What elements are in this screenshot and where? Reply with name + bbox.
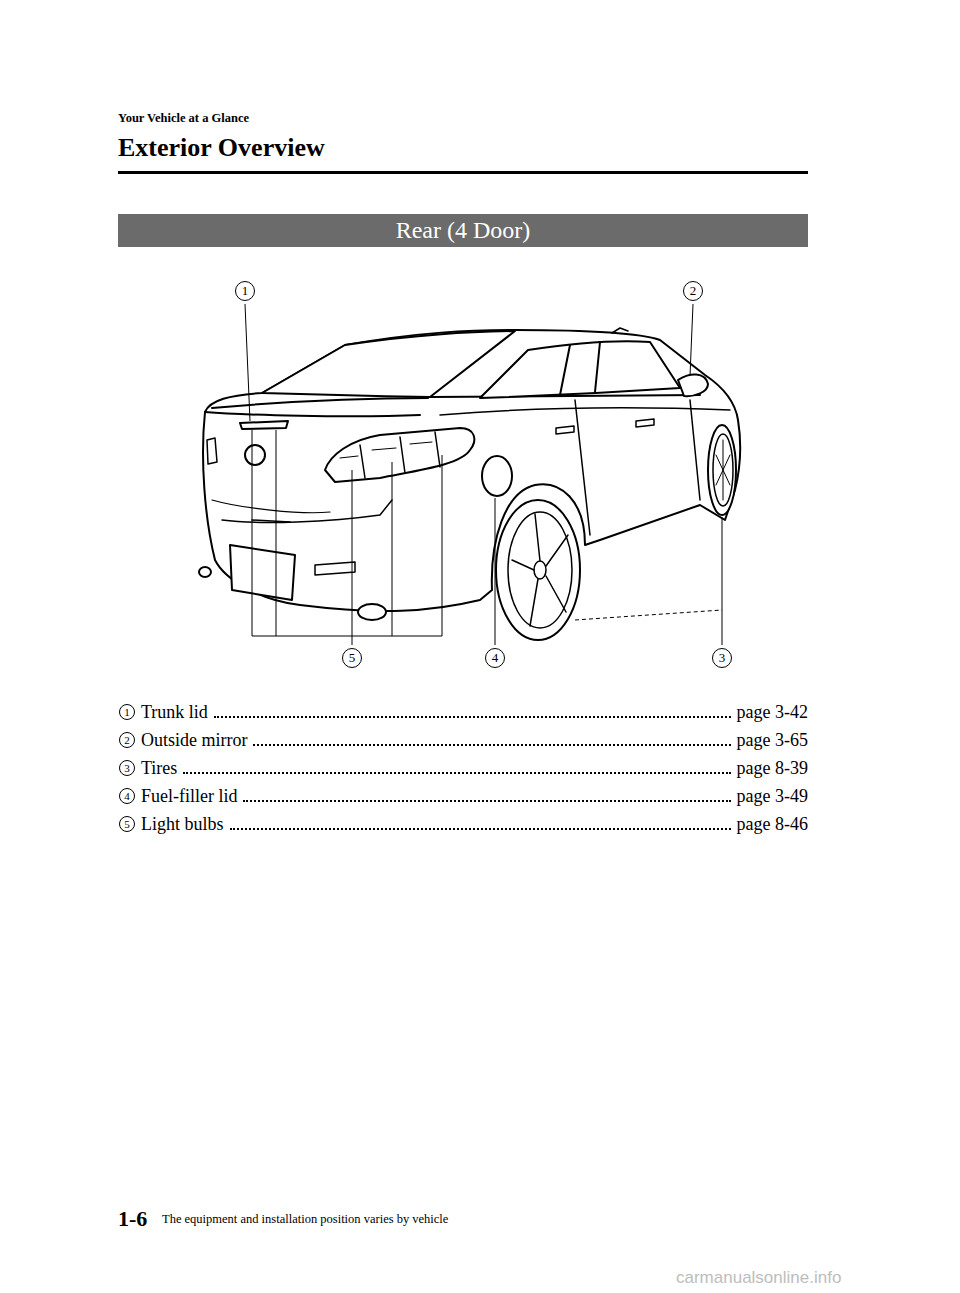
index-row: 3 Tires page 8-39: [119, 758, 808, 779]
page-reference: page 8-46: [737, 814, 808, 835]
index-row: 5 Light bulbs page 8-46: [119, 814, 808, 835]
page-reference: page 3-42: [737, 702, 808, 723]
dot-leader: [243, 800, 730, 802]
callout-number: 1: [235, 281, 255, 301]
callout-number: 2: [683, 281, 703, 301]
footer-note: The equipment and installation position …: [162, 1212, 448, 1227]
leader-lines: [245, 304, 722, 645]
page-title: Exterior Overview: [118, 133, 325, 163]
callout-number: 5: [342, 648, 362, 668]
part-name: Trunk lid: [141, 702, 208, 723]
part-name: Light bulbs: [141, 814, 224, 835]
callout-number: 2: [119, 732, 135, 748]
header-rule: [118, 171, 808, 174]
page-reference: page 3-49: [737, 786, 808, 807]
callout-number: 1: [119, 704, 135, 720]
car-drawing: [199, 328, 740, 640]
page-reference: page 3-65: [737, 730, 808, 751]
section-band: Rear (4 Door): [118, 214, 808, 247]
callout-number: 5: [119, 816, 135, 832]
dot-leader: [214, 716, 731, 718]
dot-leader: [253, 744, 730, 746]
callout-number: 3: [119, 760, 135, 776]
part-name: Fuel-filler lid: [141, 786, 237, 807]
index-row: 1 Trunk lid page 3-42: [119, 702, 808, 723]
callout-number: 3: [712, 648, 732, 668]
part-name: Tires: [141, 758, 177, 779]
dot-leader: [183, 772, 730, 774]
callout-number: 4: [485, 648, 505, 668]
index-row: 2 Outside mirror page 3-65: [119, 730, 808, 751]
watermark: carmanualsonline.info: [676, 1268, 841, 1288]
page-reference: page 8-39: [737, 758, 808, 779]
part-name: Outside mirror: [141, 730, 247, 751]
page-number: 1-6: [118, 1206, 147, 1232]
dot-leader: [230, 828, 731, 830]
callout-number: 4: [119, 788, 135, 804]
index-row: 4 Fuel-filler lid page 3-49: [119, 786, 808, 807]
running-header: Your Vehicle at a Glance: [118, 111, 249, 126]
section-heading: Rear (4 Door): [396, 217, 531, 244]
